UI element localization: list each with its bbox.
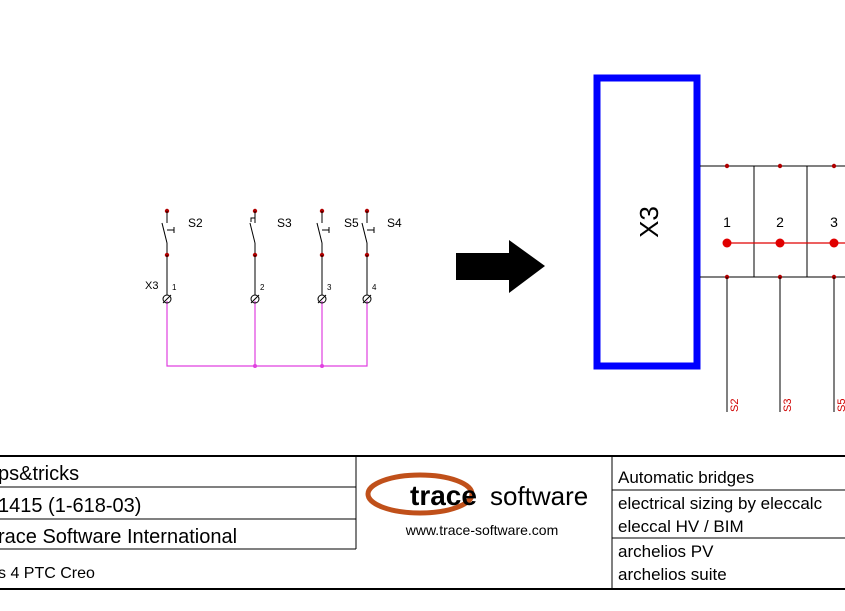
switch-s4[interactable] (361, 208, 375, 304)
wire-label: S5 (836, 399, 845, 412)
terminal-block-label: X3 (634, 206, 664, 238)
terminal-strip-label: X3 (145, 280, 158, 292)
switch-label: S2 (188, 216, 203, 230)
bridge-bus-wire (166, 301, 368, 367)
title-row-3: race Software International (0, 526, 237, 548)
switch-label: S4 (387, 216, 402, 230)
title-right-row-2: electrical sizing by eleccalc (618, 494, 823, 513)
logo-url: www.trace-software.com (405, 522, 558, 538)
title-row-4: s 4 PTC Creo (0, 565, 95, 582)
title-right-row-5: archelios suite (618, 565, 727, 584)
arrow-right-icon (456, 240, 545, 293)
title-right-row-1: Automatic bridges (618, 468, 754, 487)
switch-label: S3 (277, 216, 292, 230)
trace-software-logo: trace software www.trace-software.com (365, 472, 588, 538)
terminal-number: 1 (172, 283, 177, 292)
terminal-block[interactable]: X3 1 2 3 S2 S3 S5 (593, 74, 845, 412)
logo-text-light: software (490, 481, 588, 511)
switch-s3[interactable] (249, 208, 260, 304)
title-row-2: 1415 (1-618-03) (0, 495, 141, 517)
switch-s5[interactable] (316, 208, 330, 304)
bus-junction (253, 364, 257, 368)
terminal-block-frame (593, 74, 701, 370)
title-block: ps&tricks 1415 (1-618-03) race Software … (0, 455, 845, 590)
terminal-number: 3 (327, 283, 332, 292)
switch-label: S5 (344, 216, 359, 230)
title-right-row-4: archelios PV (618, 542, 714, 561)
title-right-row-3: eleccal HV / BIM (618, 517, 744, 536)
terminal-number: 4 (372, 283, 377, 292)
terminal-number: 1 (723, 214, 731, 230)
logo-text-bold: trace (410, 480, 477, 511)
terminal-number: 2 (260, 283, 265, 292)
bus-junction (320, 364, 324, 368)
wire-label: S3 (782, 399, 794, 412)
terminal-number: 3 (830, 214, 838, 230)
title-row-1: ps&tricks (0, 463, 79, 485)
switch-s2[interactable] (161, 208, 175, 304)
terminal-number: 2 (776, 214, 784, 230)
wire-label: S2 (729, 399, 741, 412)
left-schematic: S2 S3 S5 S4 X3 1 2 3 4 (145, 208, 402, 368)
